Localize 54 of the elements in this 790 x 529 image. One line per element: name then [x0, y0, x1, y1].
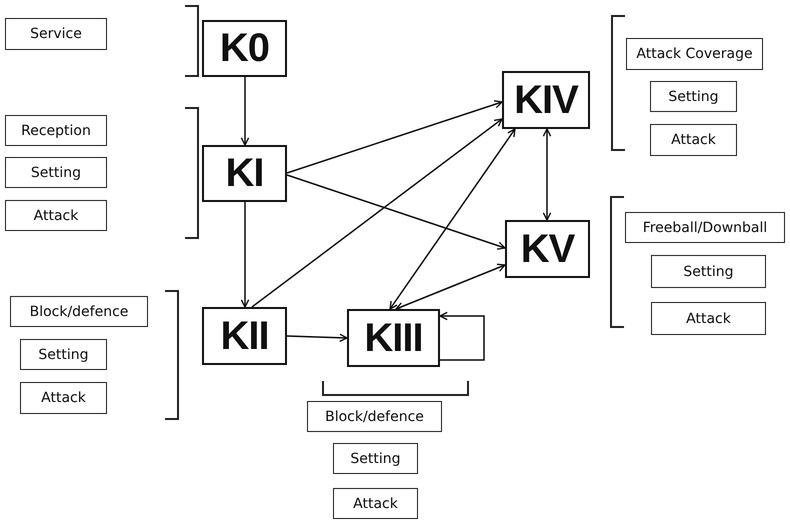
action-box: [10, 296, 148, 327]
action-box: [5, 115, 107, 146]
action-box: [5, 157, 107, 188]
box-label: Attack Coverage: [636, 46, 753, 62]
action-box: [5, 18, 107, 50]
box-label: Freeball/Downball: [642, 220, 768, 236]
action-box: [626, 38, 763, 70]
box-label: K0: [220, 26, 270, 71]
arrow: [240, 77, 250, 146]
phase-box: [347, 309, 440, 367]
arrow: [286, 333, 348, 342]
box-label: Reception: [21, 122, 91, 138]
box-label: KI: [226, 151, 264, 196]
arrow: [389, 128, 516, 310]
phase-box: [202, 20, 287, 77]
action-box: [333, 488, 418, 519]
arrow: [252, 118, 503, 308]
arrow: [286, 174, 506, 250]
arrow: [286, 100, 503, 174]
phase-box: [202, 307, 287, 365]
action-box: [20, 382, 107, 414]
phase-box: [502, 71, 590, 129]
action-box: [651, 302, 766, 335]
arrow: [439, 312, 485, 361]
arrow: [395, 264, 506, 310]
box-label: Attack: [671, 132, 716, 148]
box-label: Service: [30, 26, 82, 42]
action-box: [651, 255, 766, 288]
box-label: Block/defence: [30, 304, 128, 320]
action-box: [650, 81, 737, 112]
box-label: Attack: [353, 496, 398, 512]
action-box: [307, 401, 442, 432]
phase-box: [202, 145, 287, 202]
arrow: [240, 202, 250, 308]
box-label: Setting: [350, 450, 401, 466]
action-box: [20, 339, 107, 370]
box-label: KV: [520, 226, 574, 272]
arrow: [542, 128, 552, 221]
action-box: [650, 124, 737, 156]
action-box: [625, 212, 785, 243]
box-label: KIII: [364, 316, 423, 360]
action-box: [5, 200, 107, 231]
box-label: KIV: [514, 78, 578, 122]
box-label: Block/defence: [325, 408, 424, 424]
box-label: Setting: [30, 164, 82, 180]
box-label: Attack: [41, 390, 86, 406]
box-label: Attack: [686, 310, 731, 326]
phase-box: [505, 220, 590, 278]
action-box: [333, 443, 418, 474]
box-label: Setting: [668, 88, 719, 104]
box-label: Setting: [38, 346, 89, 362]
box-label: KII: [220, 314, 269, 358]
box-label: Attack: [34, 208, 78, 224]
box-label: Setting: [683, 264, 734, 280]
